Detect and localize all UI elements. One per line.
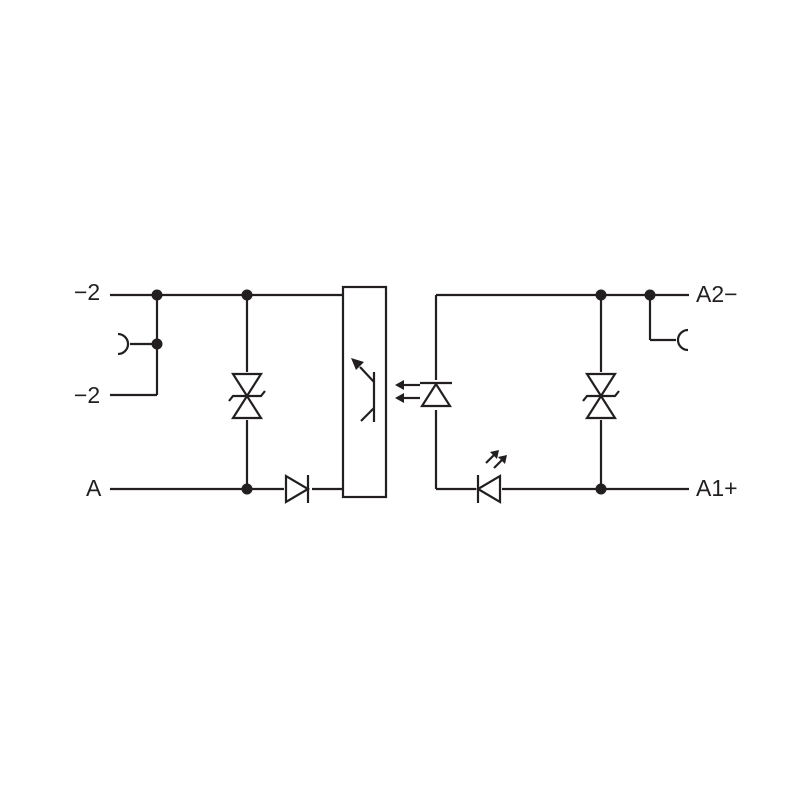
socket-icon — [676, 328, 689, 352]
photodiode-icon — [419, 380, 453, 410]
right-wiring — [434, 293, 689, 491]
junction-dot — [644, 289, 656, 301]
terminal-label-right-bottom: A1+ — [696, 475, 738, 501]
optocoupler-icon — [341, 285, 388, 499]
tvs-diode-icon — [228, 372, 266, 420]
left-wiring — [110, 293, 343, 491]
socket-icon — [117, 332, 130, 356]
terminal-label-right-top: A2− — [696, 281, 738, 307]
junction-dot — [151, 289, 163, 301]
terminal-label-left-bottom: A — [86, 475, 102, 501]
terminal-label-left-top: −2 — [74, 279, 100, 305]
junction-dot — [595, 483, 607, 495]
junction-dot — [595, 289, 607, 301]
optocoupler-box — [341, 285, 388, 499]
junction-dot — [241, 483, 253, 495]
junction-dot — [241, 289, 253, 301]
tvs-diode-icon — [582, 372, 620, 420]
terminal-label-left-mid: −2 — [74, 382, 100, 408]
led-icon — [475, 450, 507, 504]
junction-dot — [151, 338, 163, 350]
light-coupling-arrows — [395, 380, 420, 403]
diode-icon — [284, 474, 312, 504]
phototransistor-icon — [351, 358, 376, 422]
